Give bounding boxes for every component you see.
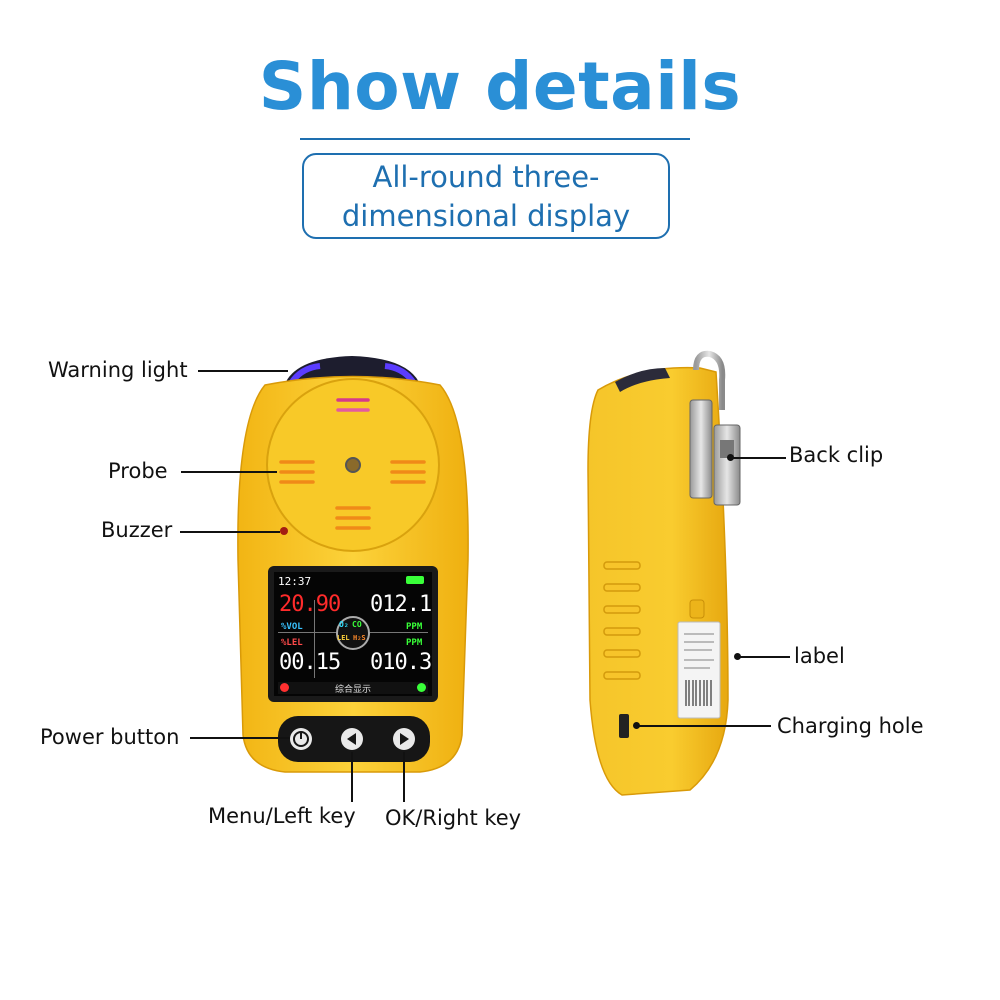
callout-label: label (794, 644, 845, 668)
alarm-icon (280, 683, 289, 692)
lel-unit: %LEL (281, 638, 303, 648)
screen-footer-bar (278, 682, 428, 694)
callout-probe: Probe (108, 459, 168, 483)
lel-value: 00.15 (279, 650, 341, 675)
probe-sensor (345, 457, 361, 473)
callout-ok-right-key: OK/Right key (385, 806, 522, 830)
leader-buzzer (180, 531, 280, 533)
screen-time: 12:37 (278, 575, 312, 588)
leader-menu-left-key (351, 752, 353, 802)
co-unit: PPM (406, 622, 423, 632)
grip-ridges (603, 561, 641, 680)
leader-ok-right-key (403, 752, 405, 802)
back-clip (689, 350, 741, 506)
battery-icon (406, 576, 424, 584)
gas-lel-tag: LEL (337, 634, 350, 642)
spec-label (677, 621, 721, 719)
callout-buzzer: Buzzer (101, 518, 173, 542)
gas-h2s-tag: H₂S (353, 634, 366, 642)
callout-back-clip: Back clip (789, 443, 884, 467)
leader-warning-light (198, 370, 288, 372)
h2s-value: 010.3 (370, 650, 432, 675)
leader-charging-hole (638, 725, 771, 727)
callout-power-button: Power button (40, 725, 180, 749)
probe-vents (279, 398, 426, 530)
page-title: Show details (258, 48, 742, 125)
ok-icon (417, 683, 426, 692)
dot-back-clip (727, 454, 734, 461)
dot-label (734, 653, 741, 660)
leader-probe (181, 471, 277, 473)
gas-wheel (336, 616, 370, 650)
leader-label (740, 656, 790, 658)
leader-back-clip (732, 457, 786, 459)
charging-port (619, 714, 629, 738)
dot-charging-hole (633, 722, 640, 729)
co-value: 012.1 (370, 592, 432, 617)
buzzer-hole (280, 527, 288, 535)
front-device (237, 356, 469, 773)
h2s-unit: PPM (406, 638, 423, 648)
subtitle-line-1: All-round three- (372, 160, 600, 194)
screen-readings: 12:37 20.90 012.1 %VOL PPM %LEL PPM O₂ C… (274, 572, 432, 696)
o2-unit: %VOL (281, 622, 303, 632)
screen-footer-text: 综合显示 (334, 685, 371, 695)
leader-power-button (190, 737, 290, 739)
callout-menu-left-key: Menu/Left key (208, 804, 356, 828)
callout-warning-light: Warning light (48, 358, 188, 382)
screen-vdivider (314, 600, 315, 678)
subtitle-box: All-round three- dimensional display (302, 153, 670, 239)
gas-o2-tag: O₂ (339, 620, 349, 629)
title-underline (300, 138, 690, 140)
gas-co-tag: CO (352, 620, 362, 629)
callout-charging-hole: Charging hole (777, 714, 924, 738)
side-device (587, 350, 741, 796)
subtitle-line-2: dimensional display (341, 199, 631, 233)
o2-value: 20.90 (279, 592, 341, 617)
